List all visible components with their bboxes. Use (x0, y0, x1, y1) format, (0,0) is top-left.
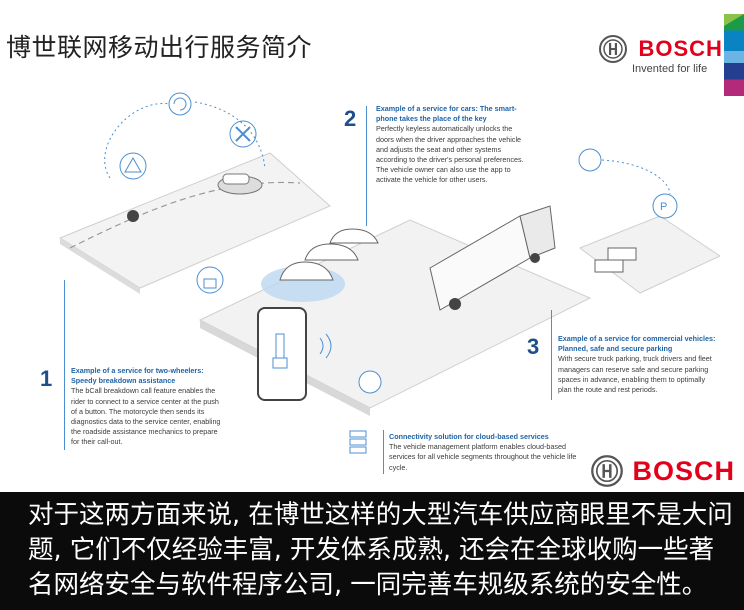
cloud-section-body: The vehicle management platform enables … (389, 442, 577, 472)
section-2-note: Example of a service for cars: The smart… (376, 104, 532, 186)
parking-platform-right (578, 215, 720, 294)
cloud-section-note: Connectivity solution for cloud-based se… (389, 432, 579, 473)
section-1-heading: Example of a service for two-wheelers: S… (71, 366, 204, 386)
bosch-armature-icon (591, 455, 623, 487)
sync-icon-right (578, 148, 602, 172)
section-3-note: Example of a service for commercial vehi… (558, 334, 718, 395)
sync-icon-bottom (358, 370, 382, 394)
server-icon (349, 430, 367, 454)
bosch-logo-bottom: BOSCH (590, 454, 735, 488)
wrench-screwdriver-icon (229, 120, 257, 148)
truck (429, 205, 556, 311)
section-2-heading: Example of a service for cars: The smart… (376, 104, 517, 124)
bosch-wordmark: BOSCH (638, 36, 723, 61)
section-1-note: Example of a service for two-wheelers: S… (71, 366, 221, 448)
section-3-number: 3 (527, 334, 540, 359)
section-1-number: 1 (40, 366, 53, 391)
warning-icon (119, 152, 147, 180)
bosch-wordmark-bottom: BOSCH (632, 455, 735, 486)
connected-mobility-illustration: P (58, 92, 720, 454)
cloud-section-heading: Connectivity solution for cloud-based se… (389, 432, 549, 441)
bosch-tagline: Invented for life (632, 63, 708, 75)
bosch-armature-icon (599, 35, 627, 63)
svg-text:P: P (660, 201, 667, 213)
section-2-body: Perfectly keyless automatically unlocks … (376, 124, 524, 185)
section-2-number: 2 (344, 106, 357, 131)
lock-icon (196, 266, 224, 294)
bosch-logo-top: BOSCH (598, 34, 723, 64)
smartphone-key-icon (257, 307, 332, 401)
section-3-body: With secure truck parking, truck drivers… (558, 354, 712, 395)
page-title: 博世联网移动出行服务简介 (6, 33, 313, 62)
road-platform-left (58, 152, 331, 294)
subtitle-caption: 对于这两方面来说, 在博世这样的大型汽车供应商眼里不是大问题, 它们不仅经验丰富… (0, 492, 744, 610)
parking-icon: P (652, 193, 678, 219)
section-3-heading: Example of a service for commercial vehi… (558, 334, 716, 354)
sync-icon (168, 92, 192, 116)
section-1-body: The bCall breakdown call feature enables… (71, 386, 221, 447)
brand-stripe (724, 14, 744, 96)
